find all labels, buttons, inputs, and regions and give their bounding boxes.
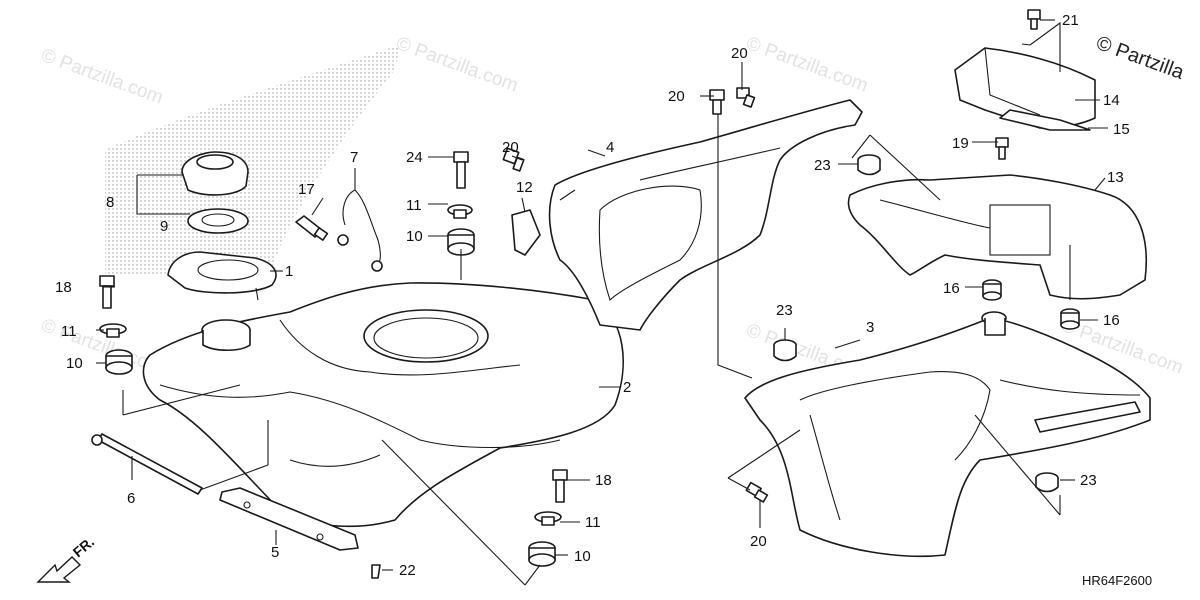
callout-16: 16 — [1103, 312, 1120, 329]
callout-8: 8 — [106, 194, 114, 211]
under-cover — [744, 311, 1151, 558]
callout-18: 18 — [595, 472, 612, 489]
bolt-20-right — [736, 87, 756, 108]
tank-heat-shield — [548, 99, 863, 331]
callout-16: 16 — [943, 280, 960, 297]
callout-2: 2 — [623, 379, 631, 396]
shaded-zone — [105, 45, 400, 275]
leader-lines — [96, 19, 1108, 586]
callout-23: 23 — [814, 157, 831, 174]
tank-strap — [219, 487, 359, 551]
callout-9: 9 — [160, 218, 168, 235]
callout-14: 14 — [1103, 92, 1120, 109]
callout-17: 17 — [298, 181, 315, 198]
front-arrow: FR. — [36, 534, 98, 583]
clip-22 — [371, 564, 381, 579]
front-label: FR. — [70, 534, 98, 561]
callout-1: 1 — [285, 263, 293, 280]
ground-wire — [337, 189, 383, 272]
grommet-10-left — [105, 349, 133, 375]
callout-5: 5 — [271, 544, 279, 561]
callout-23: 23 — [1080, 472, 1097, 489]
bolt-17 — [295, 215, 329, 241]
callout-12: 12 — [516, 179, 533, 196]
cover-gasket — [999, 109, 1091, 131]
bolt-20-center — [709, 89, 725, 115]
callout-20: 20 — [731, 45, 748, 62]
washer-11-upper — [447, 204, 473, 219]
grommet-23-middle — [773, 339, 797, 362]
callout-24: 24 — [406, 149, 423, 166]
fuel-filler-cap — [181, 151, 249, 196]
filler-gasket — [187, 208, 249, 234]
grommet-23-right — [1035, 472, 1059, 493]
callout-11: 11 — [406, 197, 422, 214]
callout-13: 13 — [1107, 169, 1124, 186]
bolt-18-lower — [552, 469, 568, 503]
callout-3: 3 — [866, 319, 874, 336]
callout-19: 19 — [952, 135, 969, 152]
watermark: © Partzilla.com — [743, 33, 870, 97]
clip-12 — [511, 209, 541, 256]
bolt-18-left — [99, 275, 115, 309]
relay-box-bracket — [847, 174, 1148, 300]
watermark: © Partzilla.com — [38, 45, 165, 109]
callout-15: 15 — [1113, 121, 1130, 138]
callout-10: 10 — [574, 548, 591, 565]
bolt-24 — [453, 151, 469, 189]
grommet-10-lower — [528, 541, 556, 567]
callout-6: 6 — [127, 490, 135, 507]
callout-numbers: 8 9 1 17 7 24 11 10 20 12 4 20 20 18 11 … — [55, 12, 1130, 579]
bolt-19 — [995, 137, 1009, 160]
callout-20: 20 — [502, 139, 519, 156]
callout-21: 21 — [1062, 12, 1079, 29]
bolt-20-left — [502, 147, 525, 172]
callout-22: 22 — [399, 562, 416, 579]
bolt-20-lower — [745, 481, 769, 503]
callout-20: 20 — [668, 88, 685, 105]
callout-11: 11 — [61, 323, 77, 340]
mounting-rod — [91, 433, 203, 495]
watermark: © Partzilla.com — [393, 33, 520, 97]
callout-7: 7 — [350, 149, 358, 166]
drawing-code: HR64F2600 — [1082, 573, 1152, 588]
callout-10: 10 — [66, 355, 83, 372]
filler-base-plate — [167, 251, 277, 301]
callout-23: 23 — [776, 302, 793, 319]
grommet-16-lower — [1060, 308, 1080, 330]
copyright-credit: © Partzilla — [1093, 32, 1187, 84]
grommet-23-upper — [857, 154, 881, 176]
fuel-tank — [142, 282, 624, 528]
washer-11-left — [99, 323, 127, 338]
callout-20: 20 — [750, 533, 767, 550]
bolt-21 — [1027, 9, 1041, 30]
callout-10: 10 — [406, 228, 423, 245]
callout-4: 4 — [606, 139, 614, 156]
callout-11: 11 — [585, 514, 601, 531]
washer-11-lower — [534, 511, 562, 526]
grommet-16-upper — [982, 279, 1002, 301]
callout-18: 18 — [55, 279, 72, 296]
